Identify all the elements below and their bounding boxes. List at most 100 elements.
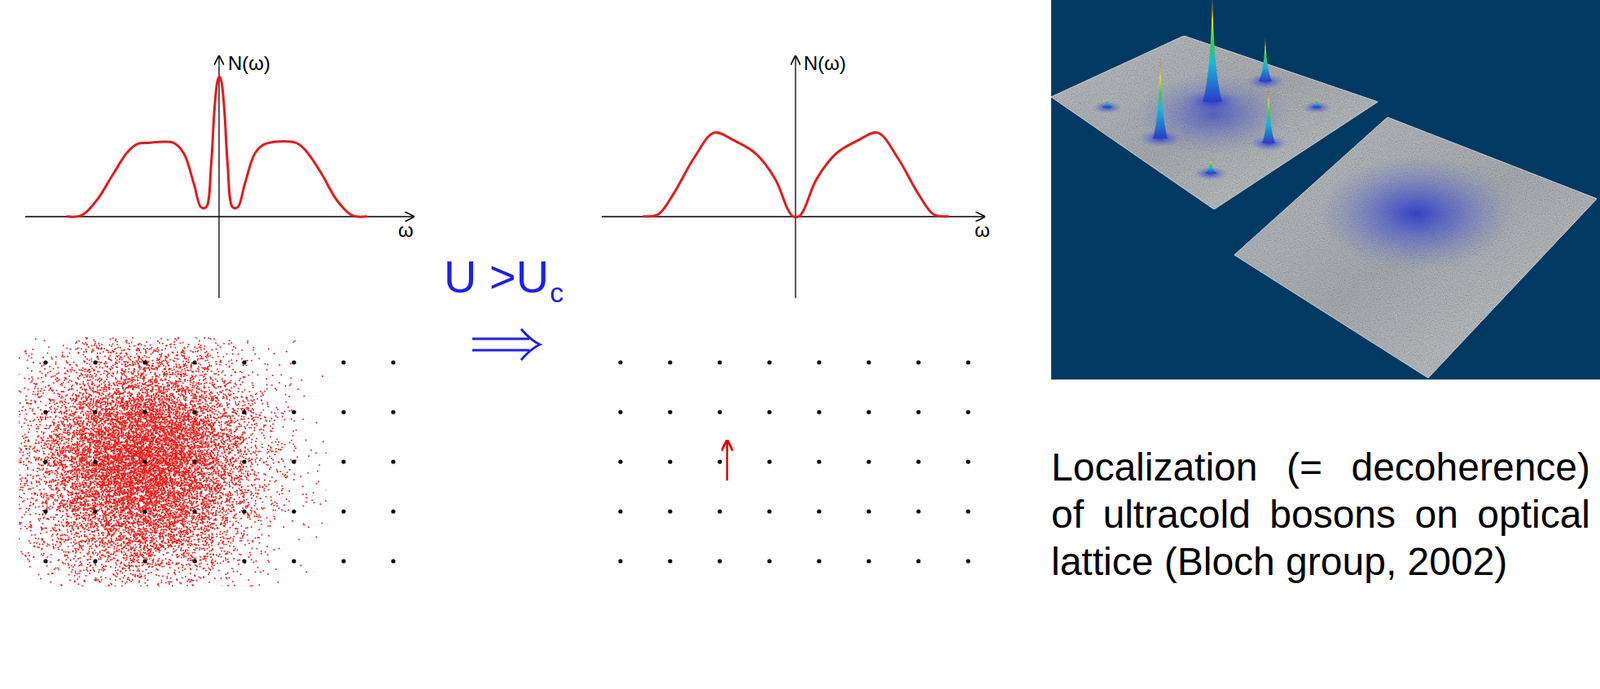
cloud-dot	[164, 413, 167, 416]
cloud-dot	[183, 521, 185, 523]
cloud-dot	[35, 459, 37, 461]
cloud-dot	[179, 592, 181, 595]
cloud-dot	[188, 538, 190, 540]
cloud-dot	[9, 524, 12, 527]
cloud-dot	[174, 479, 176, 482]
cloud-dot	[302, 418, 304, 421]
cloud-dot	[20, 527, 22, 530]
cloud-dot	[65, 394, 67, 397]
cloud-dot	[215, 513, 218, 516]
cloud-dot	[203, 427, 206, 430]
cloud-dot	[59, 476, 62, 478]
cloud-dot	[275, 479, 277, 482]
cloud-dot	[179, 394, 181, 397]
cloud-dot	[217, 555, 220, 557]
cloud-dot	[177, 320, 180, 322]
cloud-dot	[107, 560, 110, 562]
cloud-dot	[257, 451, 259, 453]
cloud-dot	[165, 409, 167, 412]
cloud-dot	[145, 477, 148, 480]
cloud-dot	[77, 309, 79, 312]
cloud-dot	[97, 358, 100, 360]
cloud-dot	[25, 352, 27, 355]
cloud-dot	[271, 423, 274, 426]
cloud-dot	[260, 550, 263, 553]
cloud-dot	[136, 556, 139, 558]
cloud-dot	[142, 532, 145, 535]
cloud-dot	[151, 530, 154, 532]
cloud-dot	[144, 303, 146, 306]
cloud-dot	[100, 328, 103, 330]
cloud-dot	[191, 385, 193, 388]
cloud-dot	[237, 390, 240, 393]
cloud-dot	[201, 528, 203, 531]
cloud-dot	[293, 478, 295, 481]
cloud-dot	[307, 526, 310, 528]
cloud-dot	[153, 591, 156, 594]
cloud-dot	[27, 552, 30, 554]
cloud-dot	[21, 435, 24, 438]
cloud-dot	[109, 578, 111, 580]
cloud-dot	[78, 490, 80, 493]
cloud-dot	[75, 542, 78, 544]
cloud-dot	[89, 365, 92, 368]
cloud-dot	[197, 310, 199, 312]
cloud-dot	[52, 401, 55, 404]
cloud-dot	[219, 536, 222, 539]
cloud-dot	[2, 412, 5, 415]
cloud-dot	[191, 393, 193, 395]
cloud-dot	[212, 473, 215, 475]
cloud-dot	[138, 334, 141, 337]
cloud-dot	[119, 326, 122, 329]
cloud-dot	[167, 353, 170, 356]
cloud-dot	[73, 423, 75, 426]
cloud-dot	[236, 410, 239, 413]
cloud-dot	[262, 295, 264, 298]
cloud-dot	[44, 404, 47, 407]
cloud-dot	[56, 524, 58, 527]
cloud-dot	[184, 575, 187, 578]
cloud-dot	[56, 457, 58, 460]
cloud-dot	[124, 567, 127, 570]
cloud-dot	[75, 471, 78, 474]
cloud-dot	[226, 438, 228, 441]
cloud-dot	[159, 328, 162, 330]
cloud-dot	[269, 425, 272, 427]
cloud-dot	[261, 432, 264, 434]
cloud-dot	[232, 570, 235, 573]
cloud-dot	[227, 320, 229, 322]
cloud-dot	[87, 413, 90, 416]
cloud-dot	[186, 521, 189, 524]
cloud-dot	[230, 386, 233, 389]
cloud-dot	[217, 344, 220, 347]
cloud-dot	[181, 368, 184, 371]
cloud-dot	[254, 537, 257, 540]
cloud-dot	[85, 574, 88, 577]
cloud-dot	[189, 379, 192, 382]
cloud-dot	[122, 529, 124, 531]
cloud-dot	[134, 526, 136, 529]
cloud-dot	[52, 418, 55, 421]
cloud-dot	[78, 487, 81, 490]
cloud-dot	[153, 534, 155, 537]
cloud-dot	[99, 537, 101, 540]
cloud-dot	[45, 443, 48, 446]
cloud-dot	[197, 331, 200, 334]
cloud-dot	[180, 437, 183, 439]
cloud-dot	[65, 359, 67, 362]
cloud-dot	[83, 522, 85, 525]
cloud-dot	[41, 447, 44, 449]
cloud-dot	[82, 367, 84, 369]
cloud-dot	[155, 537, 158, 540]
cloud-dot	[225, 363, 228, 365]
cloud-dot	[141, 389, 144, 391]
cloud-dot	[155, 550, 158, 553]
cloud-dot	[57, 548, 60, 551]
cloud-dot	[183, 324, 185, 327]
cloud-dot	[218, 309, 220, 312]
cloud-dot	[65, 427, 67, 430]
cloud-dot	[114, 566, 117, 569]
cloud-dot	[74, 564, 76, 566]
cloud-dot	[224, 573, 227, 575]
